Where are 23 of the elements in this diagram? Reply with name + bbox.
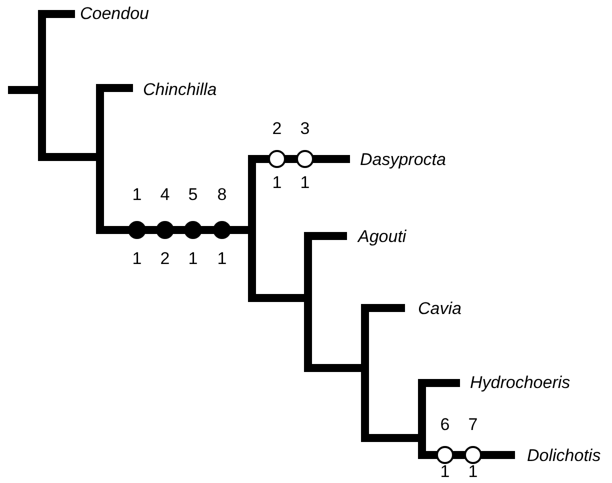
character-number: 8 [217, 186, 227, 204]
taxon-name: Agouti [358, 227, 406, 247]
character-number: 2 [272, 120, 282, 138]
taxon-name: Dasyprocta [360, 150, 446, 170]
character-state-number: 1 [272, 174, 282, 192]
character-state-number: 1 [217, 250, 227, 268]
character-number: 6 [440, 416, 450, 434]
character-state-number: 2 [160, 250, 170, 268]
character-state-number: 1 [468, 463, 478, 481]
character-state-number: 1 [300, 174, 310, 192]
character-state-number: 1 [132, 250, 142, 268]
taxon-name: Cavia [418, 299, 462, 319]
taxon-name: Coendou [80, 4, 150, 24]
character-number: 3 [300, 120, 310, 138]
taxon-name: Hydrochoeris [470, 373, 570, 393]
taxon-name: Dolichotis [527, 446, 601, 466]
taxon-name: Chinchilla [143, 80, 217, 100]
character-number: 4 [160, 186, 170, 204]
character-number: 5 [188, 186, 198, 204]
character-number: 1 [132, 186, 142, 204]
character-number: 7 [468, 416, 478, 434]
character-state-number: 1 [188, 250, 198, 268]
character-state-number: 1 [440, 463, 450, 481]
